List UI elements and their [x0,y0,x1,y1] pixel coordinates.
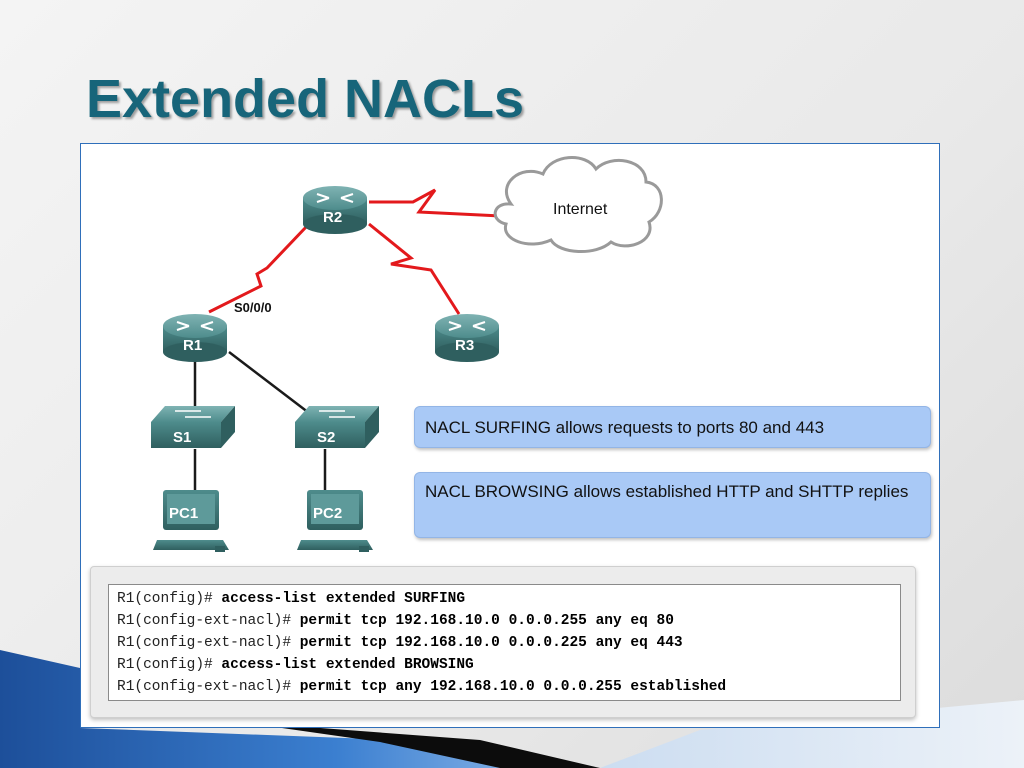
serial-link-r2-r3 [368,222,461,315]
router-arrows-icon [448,321,486,331]
pc-pc1: PC1 [153,490,229,552]
internet-cloud: Internet [493,156,663,254]
pc-pc2-label: PC2 [313,505,342,522]
cli-panel: R1(config)# access-list extended SURFING… [90,566,916,718]
callout-surfing: NACL SURFING allows requests to ports 80… [414,406,931,448]
cli-prompt: R1(config)# [117,657,222,673]
content-panel: Internet S0/0/0 R2 R1 R3 [80,143,940,728]
router-r3: R3 [435,314,499,362]
switch-arrows-icon [175,410,211,418]
pc-pc1-label: PC1 [169,505,198,522]
cli-command: permit tcp 192.168.10.0 0.0.0.255 any eq… [299,613,674,629]
ethernet-link-r1-s2 [228,351,314,417]
cli-line: R1(config)# access-list extended BROWSIN… [117,654,892,676]
switch-arrows-icon [319,410,355,418]
router-r1-label: R1 [183,337,202,354]
cli-line: R1(config-ext-nacl)# permit tcp 192.168.… [117,632,892,654]
cli-prompt: R1(config-ext-nacl)# [117,679,300,695]
router-r2: R2 [303,186,367,234]
cli-output: R1(config)# access-list extended SURFING… [108,584,901,701]
cli-command: access-list extended BROWSING [221,657,474,673]
cli-prompt: R1(config-ext-nacl)# [117,635,300,651]
pc-pc2: PC2 [297,490,373,552]
cli-command: access-list extended SURFING [221,591,466,607]
router-arrows-icon [176,321,214,331]
serial-link-r2-r1 [208,224,309,314]
cli-prompt: R1(config-ext-nacl)# [117,613,300,629]
cli-line: R1(config-ext-nacl)# permit tcp any 192.… [117,676,892,698]
slide-title: Extended NACLs [86,69,525,129]
callout-browsing: NACL BROWSING allows established HTTP an… [414,472,931,538]
router-arrows-icon [316,193,354,203]
cli-prompt: R1(config)# [117,591,222,607]
router-r1: R1 [163,314,227,362]
switch-s2-label: S2 [317,429,335,446]
serial-link-r2-internet [369,188,502,218]
router-r2-label: R2 [323,209,342,226]
cli-command: permit tcp any 192.168.10.0 0.0.0.255 es… [299,679,727,695]
cli-line: R1(config-ext-nacl)# permit tcp 192.168.… [117,610,892,632]
switch-s1-label: S1 [173,429,191,446]
internet-cloud-label: Internet [553,201,608,218]
cli-line: R1(config)# access-list extended SURFING [117,588,892,610]
black-swoosh [240,722,600,768]
cli-command: permit tcp 192.168.10.0 0.0.0.225 any eq… [299,635,683,651]
switch-s1: S1 [151,406,235,448]
switch-s2: S2 [295,406,379,448]
blue-swoosh [0,650,560,768]
network-topology-diagram: Internet S0/0/0 R2 R1 R3 [151,156,663,552]
router-r3-label: R3 [455,337,474,354]
interface-label-s0-0-0: S0/0/0 [234,300,272,315]
